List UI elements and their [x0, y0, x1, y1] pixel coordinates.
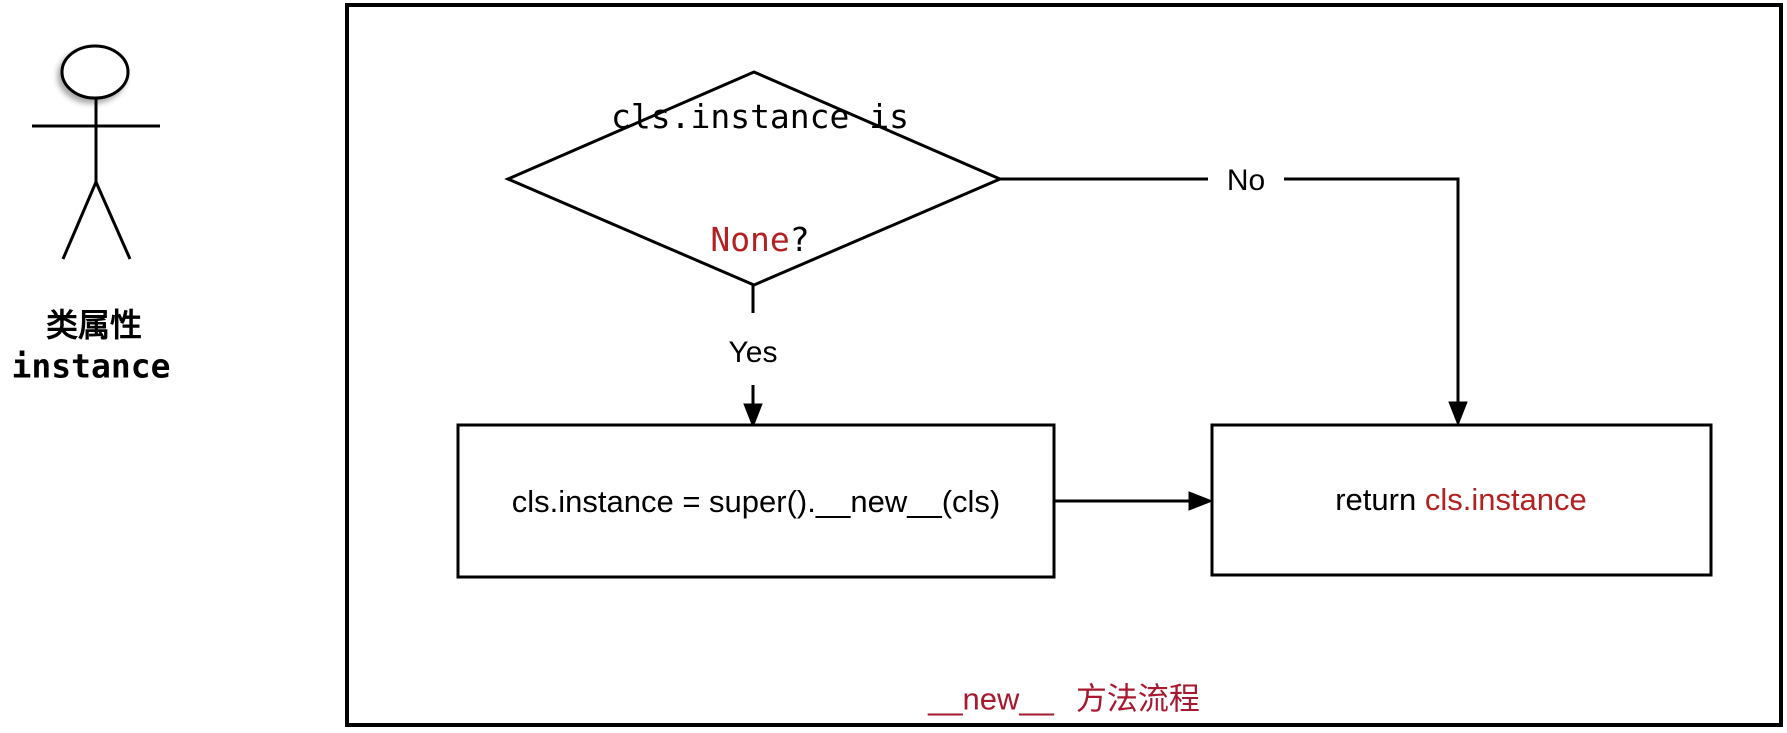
actor-figure: [32, 44, 160, 260]
caption-text: 方法流程: [1075, 681, 1200, 717]
actor-label-cn: 类属性: [45, 307, 143, 343]
decision-text-line2: None?: [611, 219, 909, 260]
actor-right-leg: [94, 181, 132, 260]
no-label: No: [1226, 164, 1266, 197]
actor-left-leg: [61, 181, 98, 260]
yes-label: Yes: [728, 336, 778, 369]
return-box-text: return cls.instance: [1335, 482, 1587, 518]
flowchart-frame: [345, 3, 1783, 727]
actor-head: [60, 44, 130, 100]
process-box-text: cls.instance = super().__new__(cls): [511, 484, 1001, 519]
actor-label-code: instance: [11, 346, 171, 386]
no-arrowhead-icon: [1448, 401, 1468, 427]
decision-question-mark: ?: [789, 220, 810, 259]
decision-text-line1: cls.instance is: [610, 97, 910, 136]
caption-code: __new__: [928, 681, 1054, 717]
no-branch-line-right: [1284, 177, 1460, 403]
return-value: cls.instance: [1424, 482, 1587, 517]
yes-arrowhead-icon: [743, 403, 763, 429]
return-box: [1210, 423, 1713, 577]
decision-text: cls.instance is None?: [611, 14, 909, 342]
process-to-return-arrowhead-icon: [1188, 491, 1214, 511]
return-keyword: return: [1335, 482, 1425, 517]
diagram-caption: __new__ 方法流程: [928, 674, 1200, 719]
decision-none-keyword: None: [710, 220, 790, 259]
